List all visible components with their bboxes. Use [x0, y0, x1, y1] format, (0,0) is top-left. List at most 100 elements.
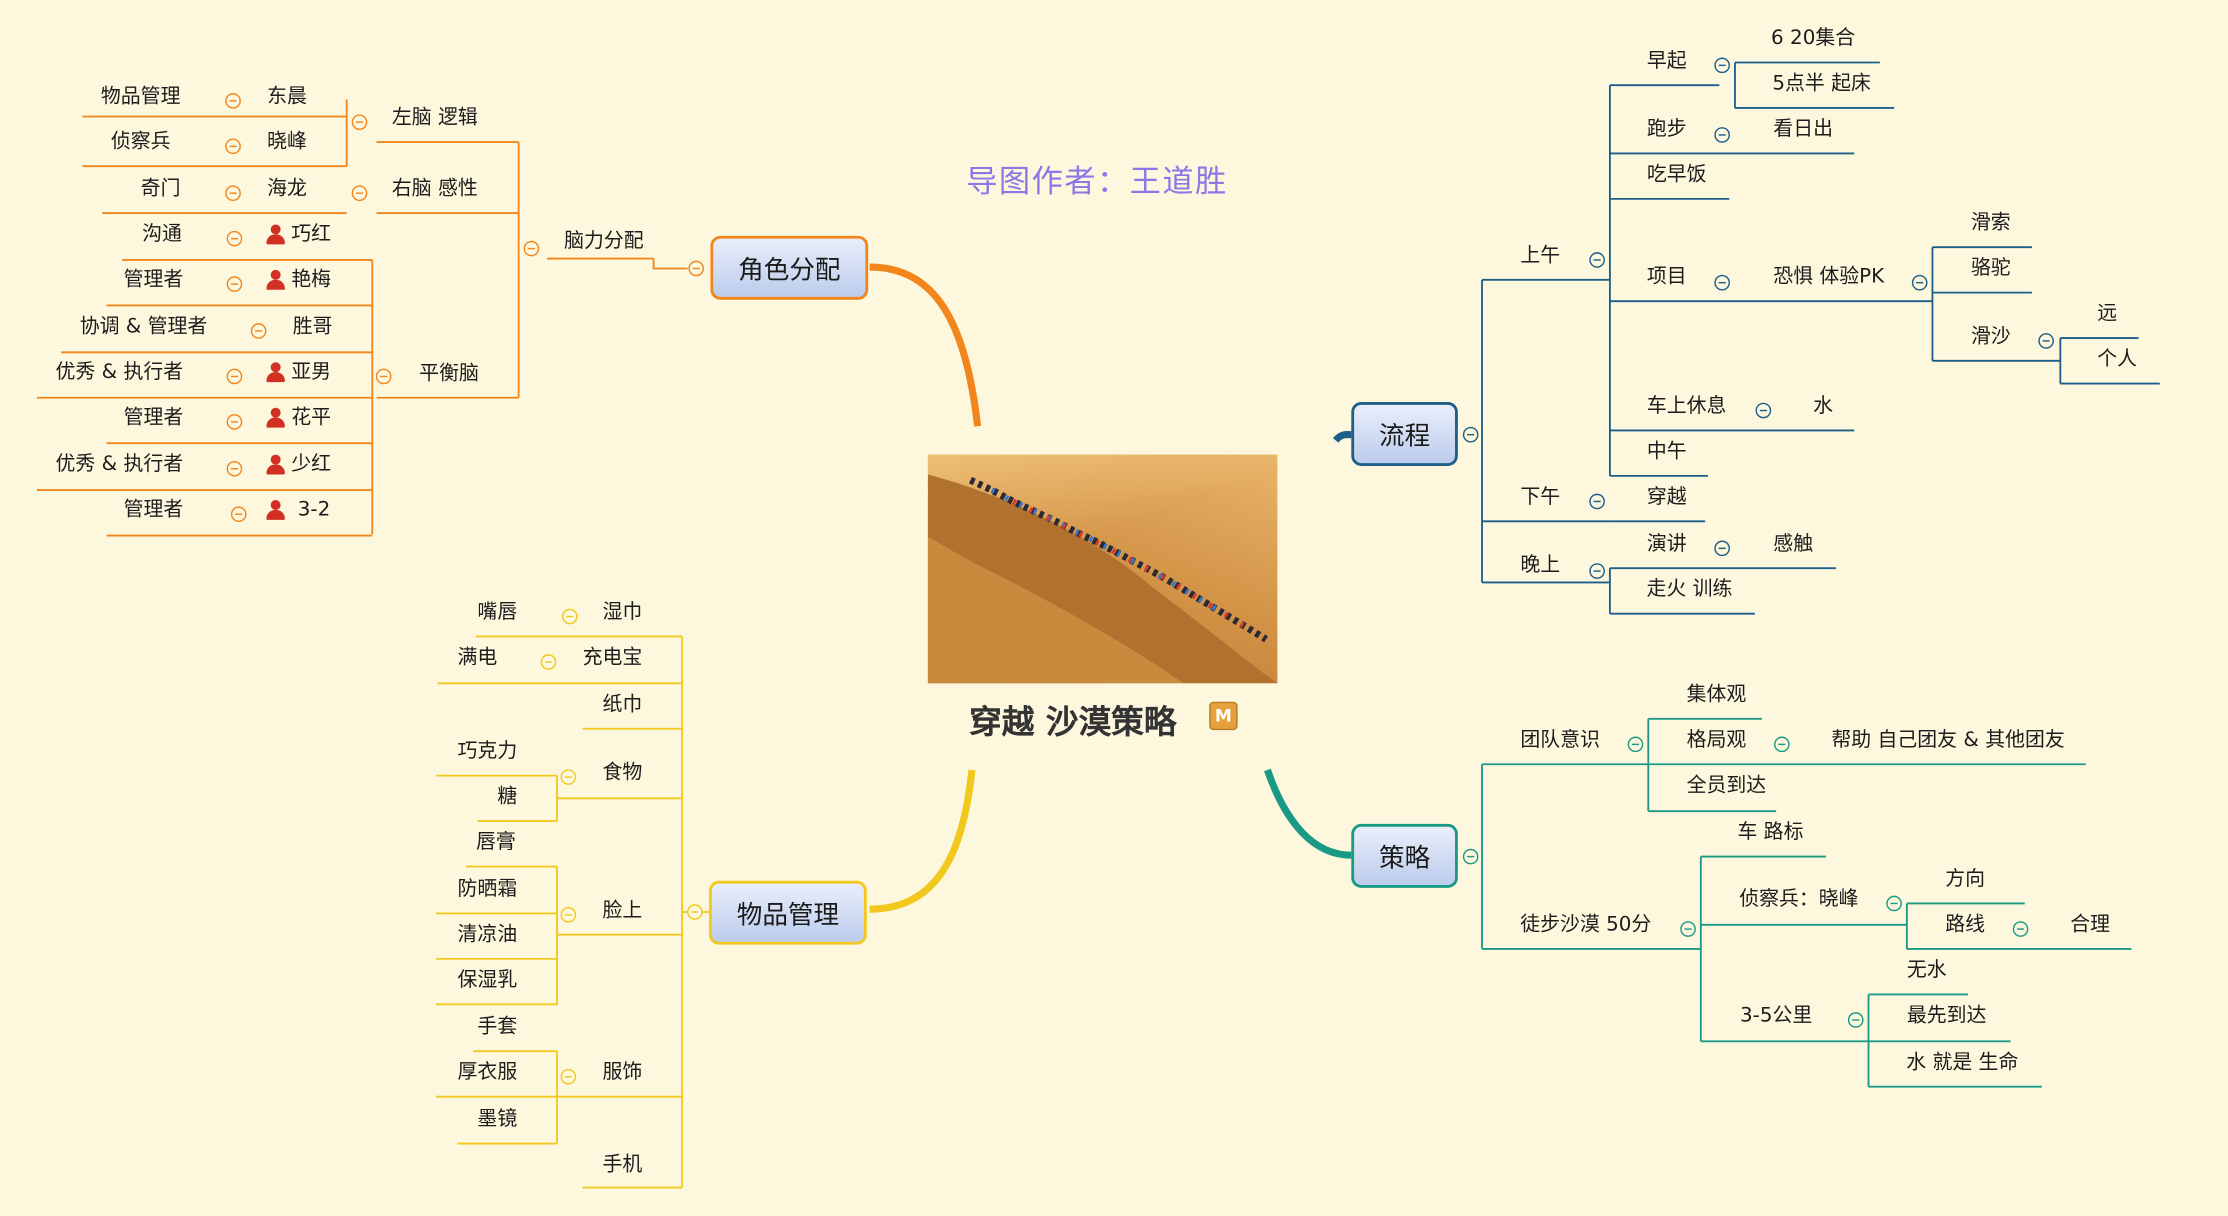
collapse-toggle-icon[interactable]	[1589, 563, 1605, 579]
roles-left-brain[interactable]: 左脑 逻辑	[391, 106, 478, 130]
flow-breakfast[interactable]: 吃早饭	[1646, 163, 1707, 187]
flow-water[interactable]: 水	[1813, 394, 1833, 418]
item-sunglasses[interactable]: 墨镜	[477, 1108, 518, 1131]
flow-fear[interactable]: 恐惧 体验PK	[1773, 265, 1885, 289]
collapse-toggle-icon[interactable]	[561, 608, 578, 625]
strategy-team[interactable]: 团队意识	[1520, 728, 1600, 752]
strategy-allarrive[interactable]: 全员到达	[1686, 774, 1767, 797]
collapse-toggle-icon[interactable]	[250, 323, 267, 339]
person-name[interactable]: 少红	[291, 453, 332, 476]
role-label[interactable]: 管理者	[123, 498, 184, 522]
role-label[interactable]: 优秀 & 执行者	[55, 453, 184, 476]
person-name[interactable]: 巧红	[291, 223, 332, 246]
collapse-toggle-icon[interactable]	[2012, 921, 2029, 937]
collapse-toggle-icon[interactable]	[225, 185, 241, 202]
collapse-toggle-icon[interactable]	[225, 138, 241, 155]
collapse-toggle-icon[interactable]	[1755, 402, 1772, 419]
flow-noon[interactable]: 中午	[1646, 440, 1687, 464]
strategy-route[interactable]: 路线	[1945, 913, 1986, 937]
collapse-toggle-icon[interactable]	[540, 654, 557, 670]
collapse-toggle-icon[interactable]	[226, 460, 243, 477]
strategy-direction[interactable]: 方向	[1945, 867, 1986, 891]
item-coat[interactable]: 厚衣服	[457, 1061, 518, 1084]
collapse-toggle-icon[interactable]	[226, 414, 243, 430]
flow-busrest[interactable]: 车上休息	[1646, 394, 1727, 418]
strategy-carsign[interactable]: 车 路标	[1737, 821, 1804, 844]
flow-morning[interactable]: 上午	[1520, 244, 1561, 268]
collapse-toggle-icon[interactable]	[688, 260, 705, 277]
flow-sunrise[interactable]: 看日出	[1773, 117, 1833, 141]
item-food[interactable]: 食物	[602, 761, 643, 785]
person-name[interactable]: 东晨	[267, 85, 307, 108]
markdown-marker-icon[interactable]: M	[1209, 701, 1238, 731]
person-name[interactable]: 花平	[291, 406, 332, 430]
collapse-toggle-icon[interactable]	[1589, 493, 1605, 510]
collapse-toggle-icon[interactable]	[560, 769, 577, 785]
flow-evening[interactable]: 晚上	[1520, 554, 1561, 577]
collapse-toggle-icon[interactable]	[226, 230, 243, 247]
roles-right-brain[interactable]: 右脑 感性	[391, 177, 478, 201]
central-title[interactable]: 穿越 沙漠策略	[969, 704, 1177, 742]
item-lipbalm[interactable]: 唇膏	[476, 831, 516, 854]
flow-gather[interactable]: 6 20集合	[1771, 26, 1856, 50]
collapse-toggle-icon[interactable]	[1462, 848, 1479, 865]
flow-getup[interactable]: 5点半 起床	[1772, 72, 1871, 96]
role-label[interactable]: 物品管理	[100, 85, 181, 108]
flow-afternoon[interactable]: 下午	[1520, 485, 1561, 509]
strategy-life[interactable]: 水 就是 生命	[1906, 1051, 2019, 1074]
collapse-toggle-icon[interactable]	[1886, 895, 1902, 912]
collapse-toggle-icon[interactable]	[2038, 333, 2054, 349]
item-full[interactable]: 满电	[457, 646, 498, 670]
item-charger[interactable]: 充电宝	[582, 646, 643, 670]
strategy-reasonable[interactable]: 合理	[2070, 913, 2111, 937]
strategy-nowater[interactable]: 无水	[1906, 958, 1947, 982]
flow-cross[interactable]: 穿越	[1646, 485, 1687, 509]
flow-touch[interactable]: 感触	[1773, 532, 1814, 556]
collapse-toggle-icon[interactable]	[560, 1068, 577, 1085]
flow-fire[interactable]: 走火 训练	[1646, 578, 1733, 601]
collapse-toggle-icon[interactable]	[1680, 921, 1696, 937]
flow-zipline[interactable]: 滑索	[1970, 211, 2011, 235]
flow-far[interactable]: 远	[2097, 302, 2118, 326]
item-lips[interactable]: 嘴唇	[477, 600, 518, 624]
person-name[interactable]: 3-2	[297, 498, 331, 522]
collapse-toggle-icon[interactable]	[687, 904, 703, 920]
strategy-collective[interactable]: 集体观	[1686, 683, 1747, 707]
strategy-km[interactable]: 3-5公里	[1740, 1004, 1813, 1028]
strategy-first[interactable]: 最先到达	[1906, 1004, 1987, 1028]
collapse-toggle-icon[interactable]	[1911, 274, 1928, 291]
item-face[interactable]: 脸上	[602, 899, 643, 922]
flow-early[interactable]: 早起	[1646, 49, 1687, 73]
person-name[interactable]: 艳梅	[291, 268, 332, 292]
collapse-toggle-icon[interactable]	[1774, 736, 1790, 753]
role-label[interactable]: 管理者	[123, 406, 184, 430]
collapse-toggle-icon[interactable]	[560, 907, 577, 923]
collapse-toggle-icon[interactable]	[351, 185, 368, 202]
roles-brain[interactable]: 脑力分配	[564, 230, 644, 253]
collapse-toggle-icon[interactable]	[1714, 127, 1730, 143]
collapse-toggle-icon[interactable]	[225, 93, 241, 109]
collapse-toggle-icon[interactable]	[1714, 540, 1730, 557]
collapse-toggle-icon[interactable]	[523, 240, 540, 257]
strategy-scout[interactable]: 侦察兵：晓峰	[1739, 887, 1859, 911]
item-tissue[interactable]: 纸巾	[602, 693, 643, 716]
strategy-help[interactable]: 帮助 自己团友 & 其他团友	[1831, 728, 2065, 752]
topic-roles[interactable]: 角色分配	[710, 235, 869, 300]
flow-run[interactable]: 跑步	[1646, 117, 1687, 141]
item-sugar[interactable]: 糖	[497, 785, 518, 809]
roles-balance[interactable]: 平衡脑	[419, 362, 479, 385]
role-label[interactable]: 优秀 & 执行者	[55, 360, 184, 384]
strategy-walk[interactable]: 徒步沙漠 50分	[1520, 913, 1652, 937]
person-name[interactable]: 海龙	[267, 177, 307, 201]
collapse-toggle-icon[interactable]	[1847, 1012, 1864, 1028]
collapse-toggle-icon[interactable]	[351, 114, 368, 130]
role-label[interactable]: 协调 & 管理者	[79, 315, 208, 339]
topic-strategy[interactable]: 策略	[1351, 823, 1458, 888]
item-chocolate[interactable]: 巧克力	[457, 740, 518, 763]
strategy-pattern[interactable]: 格局观	[1686, 728, 1747, 752]
item-gloves[interactable]: 手套	[477, 1015, 518, 1039]
collapse-toggle-icon[interactable]	[1714, 274, 1730, 291]
role-label[interactable]: 管理者	[123, 268, 184, 292]
collapse-toggle-icon[interactable]	[1714, 57, 1730, 74]
collapse-toggle-icon[interactable]	[226, 276, 243, 292]
